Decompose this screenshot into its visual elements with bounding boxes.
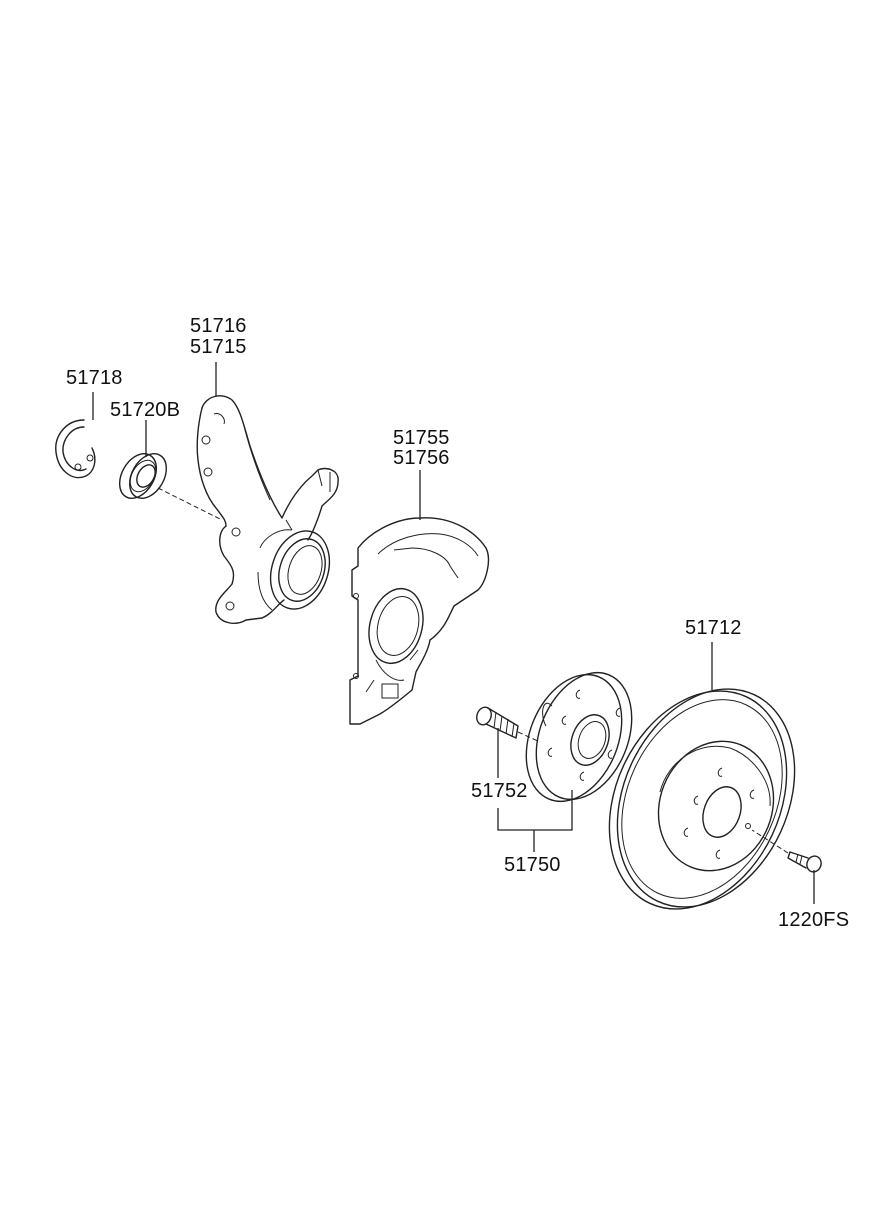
label-knuckle-lh: 51715 xyxy=(190,336,247,358)
brake-disc-51712[interactable] xyxy=(576,660,829,938)
snap-ring-51718[interactable] xyxy=(55,419,96,479)
bearing-51720b[interactable] xyxy=(112,447,174,505)
assembly-line-screw xyxy=(751,829,789,854)
dust-cover-51755-51756[interactable] xyxy=(349,517,490,725)
label-screw: 1220FS xyxy=(778,909,850,931)
label-dust-cover-a: 51755 xyxy=(393,427,450,449)
label-disc: 51712 xyxy=(685,617,742,639)
leader-bracket-51750 xyxy=(497,790,573,831)
label-snap-ring: 51718 xyxy=(66,367,123,389)
hub-bolt-51752[interactable] xyxy=(474,705,519,739)
label-hub-assy: 51750 xyxy=(504,854,561,876)
label-hub-bolt: 51752 xyxy=(471,780,528,802)
label-dust-cover-b: 51756 xyxy=(393,447,450,469)
hub-51750[interactable] xyxy=(508,658,649,815)
assembly-line-bearing xyxy=(157,487,223,521)
screw-1220fs[interactable] xyxy=(787,851,823,874)
label-bearing: 51720B xyxy=(110,399,181,421)
knuckle-51716-51715[interactable] xyxy=(196,395,339,624)
label-knuckle-rh: 51716 xyxy=(190,315,247,337)
